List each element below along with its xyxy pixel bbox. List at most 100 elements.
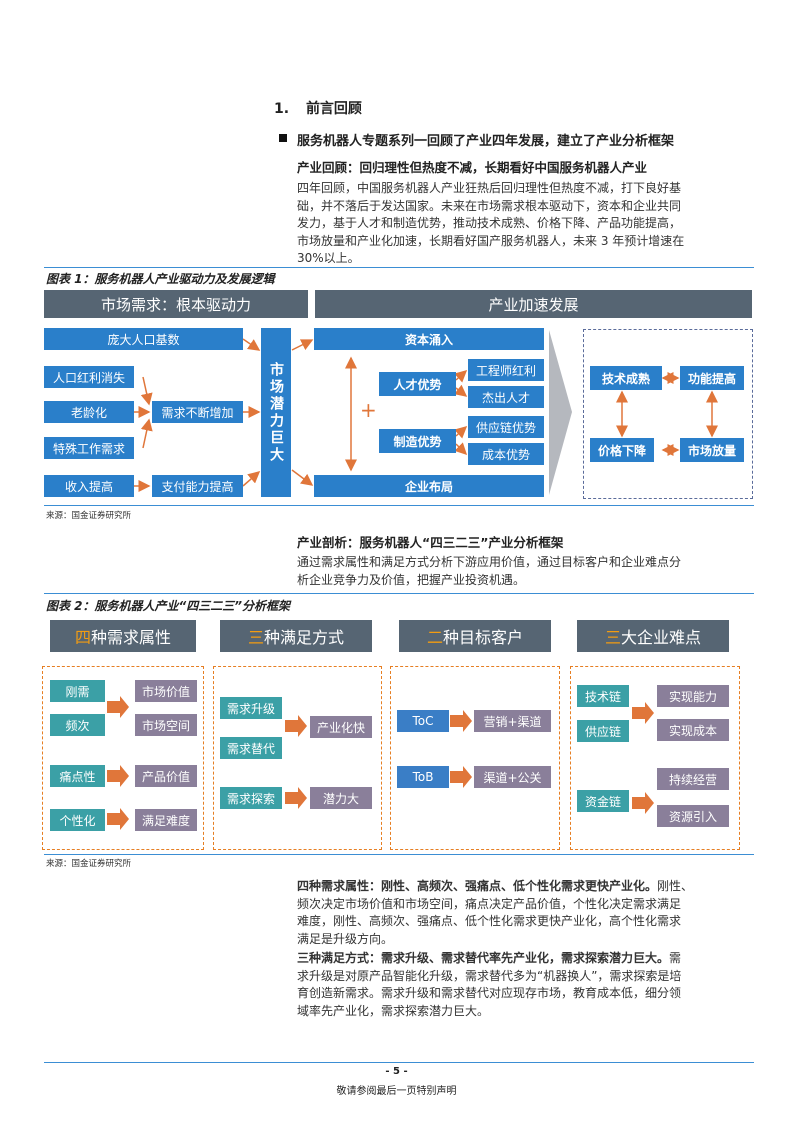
intro-line: 础，并不落后于发达国家。未来在市场需求根本驱动下，资本和企业共同 <box>297 198 682 213</box>
fig2-header-2: 三种满足方式 <box>220 620 372 652</box>
demand-line: 频次决定市场价值和市场空间，痛点决定产品价值，个性化决定需求满足 <box>297 896 682 911</box>
intro-line: 发力，基于人才和制造优势，推动技术成熟、价格下降、产品功能提高， <box>297 216 682 230</box>
fig2-header-1: 四种需求属性 <box>50 620 196 652</box>
c4-left-3: 资金链 <box>577 790 629 812</box>
analysis-subtitle: 产业剖析：服务机器人“四三二三”产业分析框架 <box>297 535 564 550</box>
c3-left-2: ToB <box>397 766 449 788</box>
excellent-box: 杰出人才 <box>468 386 544 408</box>
aging-box: 老龄化 <box>44 401 134 423</box>
section-number: 1. <box>274 101 290 117</box>
bullet-title: 服务机器人专题系列一回顾了产业四年发展，建立了产业分析框架 <box>297 134 675 149</box>
intro-subtitle: 产业回顾：回归理性但热度不减，长期看好中国服务机器人产业 <box>297 160 648 175</box>
c2-left-3: 需求探索 <box>220 787 282 809</box>
demand-line: 难度，刚性、高频次、强痛点、低个性化需求更快产业化，高个性化需求 <box>297 914 682 928</box>
demand-up-box: 需求不断增加 <box>152 401 243 423</box>
section-heading: 1. 前言回顾 <box>274 98 362 118</box>
c3-left-1: ToC <box>397 710 449 732</box>
c3-right-2: 渠道+公关 <box>474 766 551 788</box>
population-box: 庞大人口基数 <box>44 328 243 350</box>
satisfy-line: 域率先产业化，需求探索潜力巨大。 <box>297 1003 490 1018</box>
arrow-icon <box>632 702 654 724</box>
c1-right-1: 市场价值 <box>135 680 197 702</box>
c1-left-3: 痛点性 <box>50 765 105 787</box>
analysis-paragraph: 通过需求属性和满足方式分析下游应用价值，通过目标客户和企业难点分 析企业竞争力及… <box>297 554 757 589</box>
bullet-square-icon <box>279 134 287 142</box>
talent-box: 人才优势 <box>379 372 456 396</box>
dividend-box: 人口红利消失 <box>44 366 134 388</box>
fig1-connectors <box>134 330 718 495</box>
tech-box: 技术成熟 <box>590 366 662 390</box>
arrow-icon <box>285 715 307 737</box>
c2-left-2: 需求替代 <box>220 737 282 759</box>
supply-box: 供应链优势 <box>468 416 544 438</box>
satisfy-line: 需 <box>669 951 682 965</box>
fig2-top-rule <box>44 593 754 594</box>
header-highlight: 三 <box>247 628 264 647</box>
fig2-header-4: 三大企业难点 <box>577 620 729 652</box>
c1-left-2: 频次 <box>50 714 105 736</box>
arrow-icon <box>450 766 472 788</box>
c4-right-4: 资源引入 <box>657 805 729 827</box>
page-number: - 5 - <box>385 1066 408 1077</box>
potential-box: 市场潜力巨大 <box>261 328 291 497</box>
satisfy-line: 育创造新需求。需求升级和需求替代对应现存市场，教育成本低，细分领 <box>297 986 682 1000</box>
footer-rule <box>44 1062 754 1063</box>
fig2-frame-4 <box>570 666 740 850</box>
c2-right-2: 潜力大 <box>310 787 372 809</box>
plus-sign: + <box>360 398 377 422</box>
demand-bold-lead: 四种需求属性：刚性、高频次、强痛点、低个性化需求更快产业化。 <box>297 879 658 893</box>
fig1-bottom-rule <box>44 505 754 506</box>
header-highlight: 四 <box>74 628 91 647</box>
price-box: 价格下降 <box>590 438 654 462</box>
fig2-frame-3 <box>390 666 560 850</box>
fig2-source: 来源：国金证券研究所 <box>46 859 132 869</box>
fig1-left-header: 市场需求：根本驱动力 <box>44 290 308 318</box>
satisfy-line: 求升级是对原产品智能化升级，需求替代多为“机器换人”，需求探索是培 <box>297 968 682 983</box>
arrow-icon <box>107 765 129 787</box>
analysis-line: 析企业竞争力及价值，把握产业投资机遇。 <box>297 572 526 587</box>
c1-right-2: 市场空间 <box>135 714 197 736</box>
fig2-title: 图表 2：服务机器人产业“四三二三”分析框架 <box>46 599 290 613</box>
header-text: 大企业难点 <box>621 628 702 647</box>
c1-right-3: 产品价值 <box>135 765 197 787</box>
c4-right-1: 实现能力 <box>657 685 729 707</box>
volume-box: 市场放量 <box>680 438 744 462</box>
fig1-title: 图表 1：服务机器人产业驱动力及发展逻辑 <box>46 272 275 286</box>
header-text: 种需求属性 <box>91 628 172 647</box>
arrow-icon <box>107 696 129 718</box>
c1-right-4: 满足难度 <box>135 809 197 831</box>
c4-right-2: 实现成本 <box>657 719 729 741</box>
fig2-arrows <box>107 696 654 830</box>
big-arrow-icon <box>549 330 572 495</box>
c2-left-1: 需求升级 <box>220 697 282 719</box>
demand-line: 刚性、 <box>657 879 694 893</box>
pay-up-box: 支付能力提高 <box>152 475 243 497</box>
arrow-icon <box>285 787 307 809</box>
demand-paragraph: 四种需求属性：刚性、高频次、强痛点、低个性化需求更快产业化。刚性、 频次决定市场… <box>297 878 762 948</box>
fig1-source: 来源：国金证券研究所 <box>46 511 132 521</box>
satisfy-paragraph: 三种满足方式：需求升级、需求替代率先产业化，需求探索潜力巨大。需 求升级是对原产… <box>297 950 762 1020</box>
header-text: 种满足方式 <box>264 628 345 647</box>
header-text: 种目标客户 <box>443 628 524 647</box>
arrow-icon <box>450 710 472 732</box>
intro-line: 四年回顾，中国服务机器人产业狂热后回归理性但热度不减，打下良好基 <box>297 181 682 195</box>
fig1-right-header: 产业加速发展 <box>315 290 752 318</box>
c2-right-1: 产业化快 <box>310 716 372 738</box>
c1-left-4: 个性化 <box>50 809 105 831</box>
fig1-top-rule <box>44 267 754 268</box>
fig2-frame-1 <box>42 666 204 850</box>
cost-box: 成本优势 <box>468 443 544 465</box>
function-box: 功能提高 <box>680 366 744 390</box>
header-highlight: 三 <box>604 628 621 647</box>
c1-left-1: 刚需 <box>50 680 105 702</box>
analysis-line: 通过需求属性和满足方式分析下游应用价值，通过目标客户和企业难点分 <box>297 555 682 569</box>
c4-right-3: 持续经营 <box>657 768 729 790</box>
arrow-icon <box>632 792 654 814</box>
header-highlight: 二 <box>426 628 443 647</box>
engineer-box: 工程师红利 <box>468 359 544 381</box>
c4-left-2: 供应链 <box>577 720 629 742</box>
intro-paragraph: 四年回顾，中国服务机器人产业狂热后回归理性但热度不减，打下良好基 础，并不落后于… <box>297 180 757 268</box>
special-box: 特殊工作需求 <box>44 437 134 459</box>
intro-line: 市场放量和产业化加速，长期看好国产服务机器人，未来 3 年预计增速在 <box>297 233 685 248</box>
fig2-bottom-rule <box>44 854 754 855</box>
